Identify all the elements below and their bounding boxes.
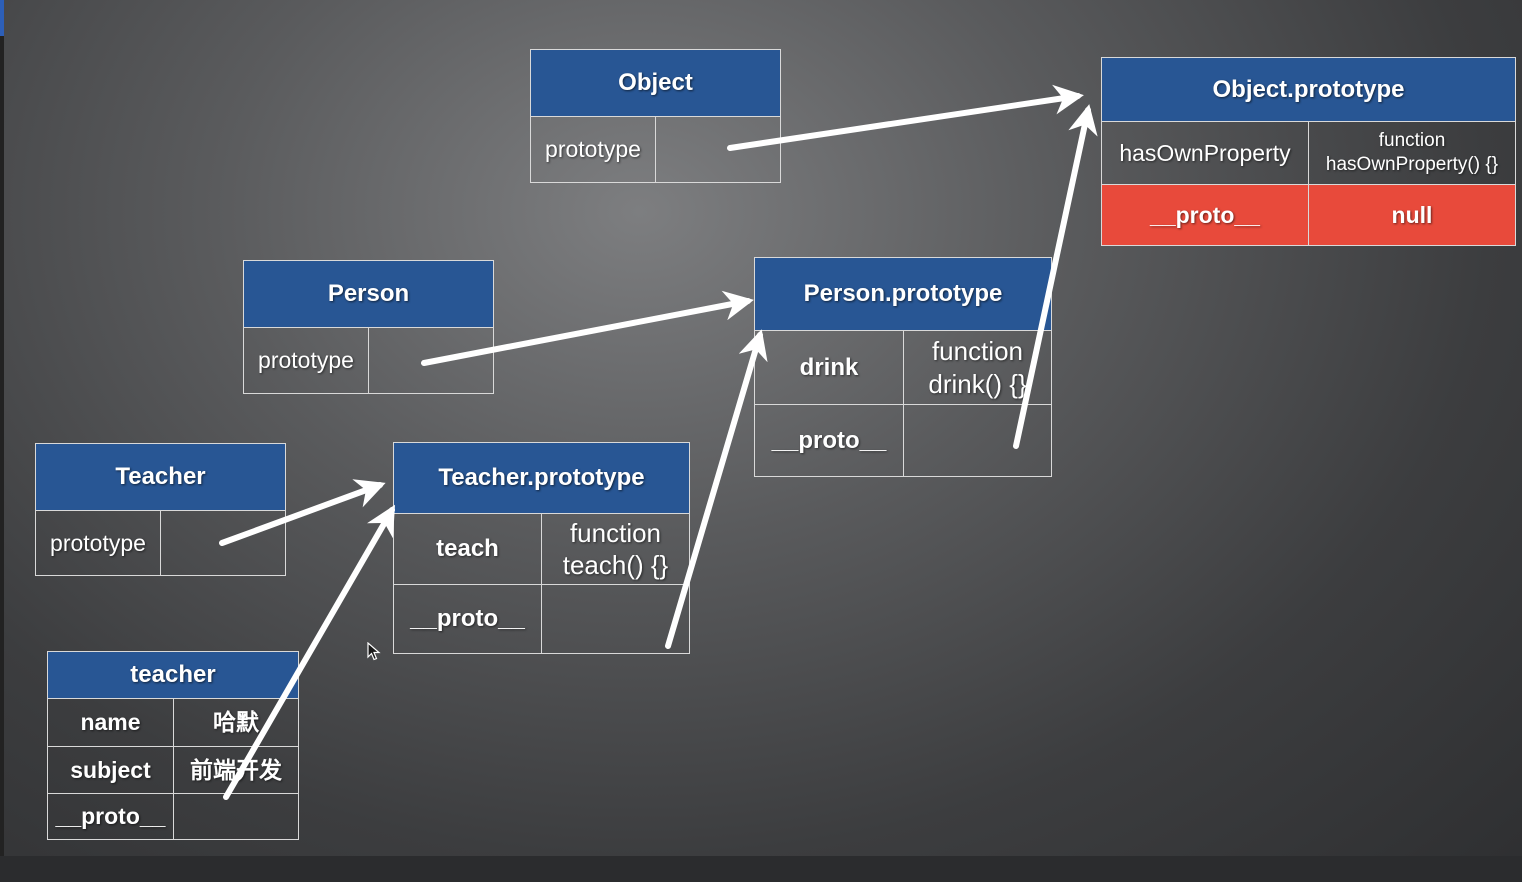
row-key: subject [48,747,174,793]
teacher-prototype-title: Teacher.prototype [394,443,689,514]
row-key: __proto__ [394,585,542,653]
row-key: __proto__ [1102,185,1309,245]
row-key: hasOwnProperty [1102,122,1309,184]
person-constructor-box: Person prototype [243,260,494,394]
row-value [542,585,689,653]
window-left-edge [0,0,4,882]
teacher-proto-row: __proto__ [394,584,689,653]
row-key: drink [755,331,904,404]
person-prototype-box: Person.prototype drink function drink() … [754,257,1052,477]
window-edge-accent [0,0,4,36]
row-key: __proto__ [48,794,174,839]
object-constructor-box: Object prototype [530,49,781,183]
teacher-instance-title: teacher [48,652,298,699]
row-value [369,328,493,393]
person-prototype-title: Person.prototype [755,258,1051,331]
null-proto-row: __proto__ null [1102,184,1515,245]
row-key: prototype [36,511,161,575]
row-value [656,117,780,182]
row-value: 哈默 [213,709,259,736]
row-value: 前端开发 [190,756,282,783]
row-key: teach [394,514,542,584]
has-own-property-row: hasOwnProperty function hasOwnProperty()… [1102,122,1515,184]
row-key: name [48,699,174,746]
arrow-object-to-object-prototype [727,84,1084,151]
row-key: prototype [244,328,369,393]
object-prototype-row: prototype [531,117,780,182]
object-prototype-box: Object.prototype hasOwnProperty function… [1101,57,1516,246]
row-value [174,794,298,839]
row-key: __proto__ [755,405,904,476]
row-value: function teach() {} [562,517,669,581]
name-row: name 哈默 [48,699,298,746]
mouse-cursor-icon [367,642,381,661]
teacher-prototype-box: Teacher.prototype teach function teach()… [393,442,690,654]
subject-row: subject 前端开发 [48,746,298,793]
person-title: Person [244,261,493,328]
drink-row: drink function drink() {} [755,331,1051,404]
object-title: Object [531,50,780,117]
person-proto-row: __proto__ [755,404,1051,476]
teacher-prototype-row: prototype [36,511,285,575]
teacher-constructor-box: Teacher prototype [35,443,286,576]
row-value: null [1391,201,1433,228]
teach-row: teach function teach() {} [394,514,689,584]
teacher-instance-box: teacher name 哈默 subject 前端开发 __proto__ [47,651,299,840]
bottom-bar [0,856,1522,882]
row-value: function hasOwnProperty() {} [1325,130,1499,175]
object-prototype-title: Object.prototype [1102,58,1515,122]
instance-proto-row: __proto__ [48,793,298,839]
row-value [904,405,1051,476]
row-key: prototype [531,117,656,182]
row-value: function drink() {} [928,336,1027,399]
row-value [161,511,285,575]
person-prototype-row: prototype [244,328,493,393]
teacher-title: Teacher [36,444,285,511]
